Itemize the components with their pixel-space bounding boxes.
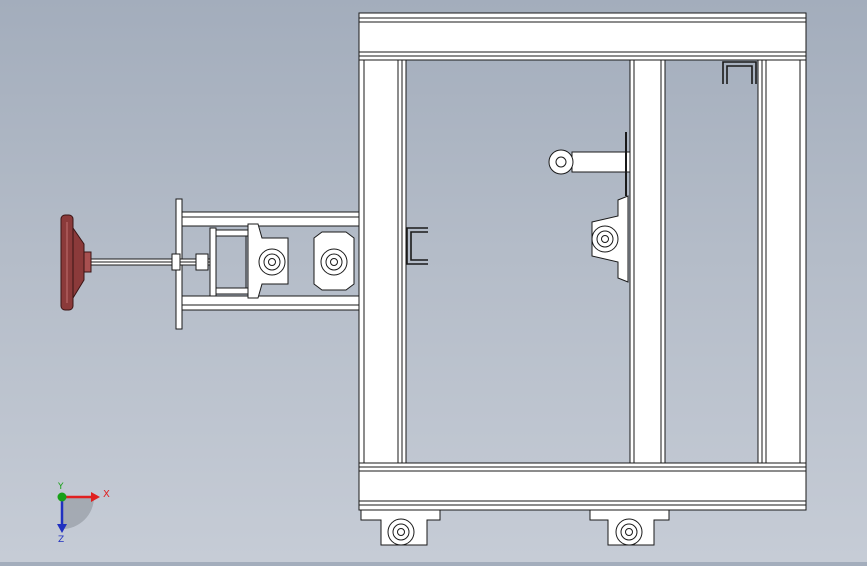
bearing-block-middle	[591, 195, 629, 283]
triad-y-label: Y	[57, 482, 64, 492]
triad-x-label: X	[103, 489, 110, 500]
lifting-eye-arm	[548, 132, 631, 196]
bottom-beam	[358, 462, 807, 511]
channel-bracket-left	[406, 227, 428, 265]
top-beam	[358, 12, 807, 61]
middle-vertical-beam	[629, 59, 666, 464]
handwheel-icon[interactable]	[60, 214, 92, 311]
adjustment-assembly[interactable]	[89, 198, 360, 330]
main-frame[interactable]	[358, 12, 807, 511]
left-vertical-beam	[358, 59, 407, 464]
right-vertical-beam	[757, 59, 807, 464]
coordinate-triad: X Y Z	[57, 482, 110, 545]
pillow-block-bearing-1	[360, 509, 441, 546]
channel-bracket-top-right	[722, 61, 757, 84]
pillow-block-bearing-2	[589, 509, 670, 546]
y-axis-dot	[57, 492, 67, 502]
triad-z-label: Z	[58, 535, 64, 545]
